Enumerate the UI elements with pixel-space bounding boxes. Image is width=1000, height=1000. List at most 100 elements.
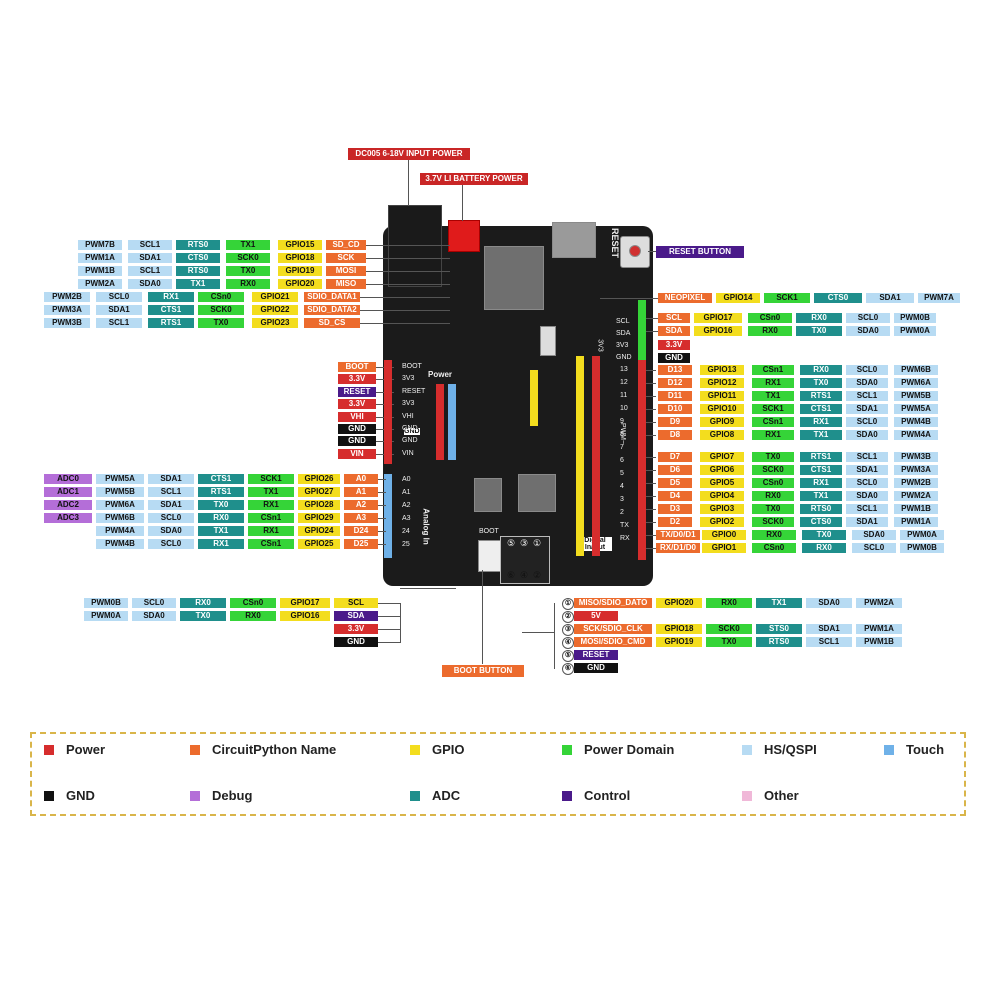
sd-row-label: SCK0	[706, 624, 752, 634]
legend-item: Debug	[190, 788, 252, 804]
digital-row-label: SDA0	[846, 491, 888, 501]
digital-lead	[646, 496, 656, 497]
left-top-label: PWM3B	[44, 318, 90, 328]
adc-row-label: PWM5A	[96, 474, 144, 484]
left-top-label: GPIO23	[252, 318, 298, 328]
legend-swatch	[44, 745, 54, 755]
right-top-label: GPIO14	[716, 293, 760, 303]
board-digital-pin: 11	[620, 392, 628, 399]
adc-row-label: GPIO28	[298, 500, 340, 510]
sd-row-label: RTS0	[756, 637, 802, 647]
i2c-row-label: PWM0B	[84, 598, 128, 608]
sd-row-label: PWM1A	[856, 624, 902, 634]
legend-item: ADC	[410, 788, 460, 804]
board-power-pin: VHI	[402, 412, 414, 420]
digital-row-label: CTS0	[800, 517, 842, 527]
silk-reset: RESET	[610, 227, 621, 259]
i2c-power-lead	[378, 642, 400, 643]
board-digital-pin: 4	[620, 483, 624, 490]
battery-lead	[462, 185, 463, 221]
digital-row-label: SCL0	[846, 365, 888, 375]
left-top-label: SDIO_DATA2	[304, 305, 360, 315]
sd-row-label: GPIO18	[656, 624, 702, 634]
left-top-label: SDA1	[128, 253, 172, 263]
sd-row-label: ①	[562, 598, 574, 610]
adc-row-label: SDA1	[148, 474, 194, 484]
sd-row-label: SCK/SDIO_CLK	[574, 624, 652, 634]
inner-digital-header	[576, 356, 584, 556]
adc-lead	[378, 518, 386, 519]
legend-swatch	[884, 745, 894, 755]
digital-row-label: PWM2A	[894, 491, 938, 501]
left-top-label: PWM2B	[44, 292, 90, 302]
left-top-label: RTS0	[176, 266, 220, 276]
digital-row-label: D5	[658, 478, 692, 488]
digital-row-label: SCL0	[846, 478, 888, 488]
adc-row-label: ADC1	[44, 487, 92, 497]
sd-pin-number: ⑥	[507, 570, 516, 580]
sd-row-label: ④	[562, 637, 574, 649]
dc-lead	[408, 160, 409, 206]
digital-row-label: SCL1	[846, 391, 888, 401]
left-top-label: RX0	[226, 279, 270, 289]
i2c-lead	[378, 616, 400, 617]
left-top-label: TX0	[198, 318, 244, 328]
adc-row-label: SCL0	[148, 513, 194, 523]
sd-row-label: TX0	[706, 637, 752, 647]
digital-row-label: TX0	[752, 504, 794, 514]
digital-lead	[646, 483, 656, 484]
right-top-label: SDA0	[846, 326, 890, 336]
board-analog-pin: A1	[402, 489, 411, 496]
digital-row-label: CTS1	[800, 465, 842, 475]
digital-row-label: SCL1	[846, 504, 888, 514]
left-top-label: CTS1	[148, 305, 194, 315]
digital-row-label: GPIO13	[700, 365, 744, 375]
sd-row-label: MOSI/SDIO_CMD	[574, 637, 652, 647]
digital-row-label: PWM5A	[894, 404, 938, 414]
digital-row-label: D10	[658, 404, 692, 414]
digital-row-label: D11	[658, 391, 692, 401]
legend-item: GND	[44, 788, 95, 804]
legend-label: ADC	[432, 788, 461, 803]
sd-board-lead	[522, 632, 554, 633]
digital-row-label: GPIO5	[700, 478, 744, 488]
board-analog-pin: A2	[402, 502, 411, 509]
power-header	[384, 360, 392, 464]
switch[interactable]	[540, 326, 556, 356]
digital-row-label: PWM3B	[894, 452, 938, 462]
digital-row-label: TX0	[802, 530, 846, 540]
sd-row-label: ⑥	[562, 663, 574, 675]
analog-header	[384, 474, 392, 558]
reset-button-cap	[629, 245, 641, 257]
sd-row-label: RESET	[574, 650, 618, 660]
digital-row-label: PWM4A	[894, 430, 938, 440]
left-top-label: SCK0	[226, 253, 270, 263]
adc-lead	[378, 492, 386, 493]
board-power-pin: GND	[402, 425, 418, 432]
digital-row-label: PWM0A	[900, 530, 944, 540]
adc-row-label: SCL1	[148, 487, 194, 497]
left-top-label: PWM1A	[78, 253, 122, 263]
sd-row-label: ⑤	[562, 650, 574, 662]
board-power-pin: 3V3	[402, 375, 415, 383]
digital-row-label: RTS1	[800, 391, 842, 401]
board-digital-pin: 8	[620, 431, 624, 438]
digital-row-label: SDA1	[846, 465, 888, 475]
boot-button[interactable]	[478, 540, 502, 572]
right-power-label: GND	[658, 353, 690, 363]
board-power-pin: RESET	[402, 387, 426, 395]
digital-row-label: GPIO11	[700, 391, 744, 401]
legend-swatch	[190, 791, 200, 801]
digital-row-label: TX0	[752, 452, 794, 462]
board-i2c-pin: SCL	[616, 318, 630, 325]
legend-swatch	[742, 745, 752, 755]
digital-row-label: RX0	[752, 491, 794, 501]
adc-row-label: TX1	[248, 487, 294, 497]
left-top-label: SCK	[326, 253, 366, 263]
digital-row-label: RTS1	[800, 452, 842, 462]
digital-row-label: RX1	[800, 478, 842, 488]
digital-row-label: PWM5B	[894, 391, 938, 401]
digital-row-label: SDA1	[846, 404, 888, 414]
digital-row-label: GPIO8	[700, 430, 744, 440]
legend-swatch	[44, 791, 54, 801]
